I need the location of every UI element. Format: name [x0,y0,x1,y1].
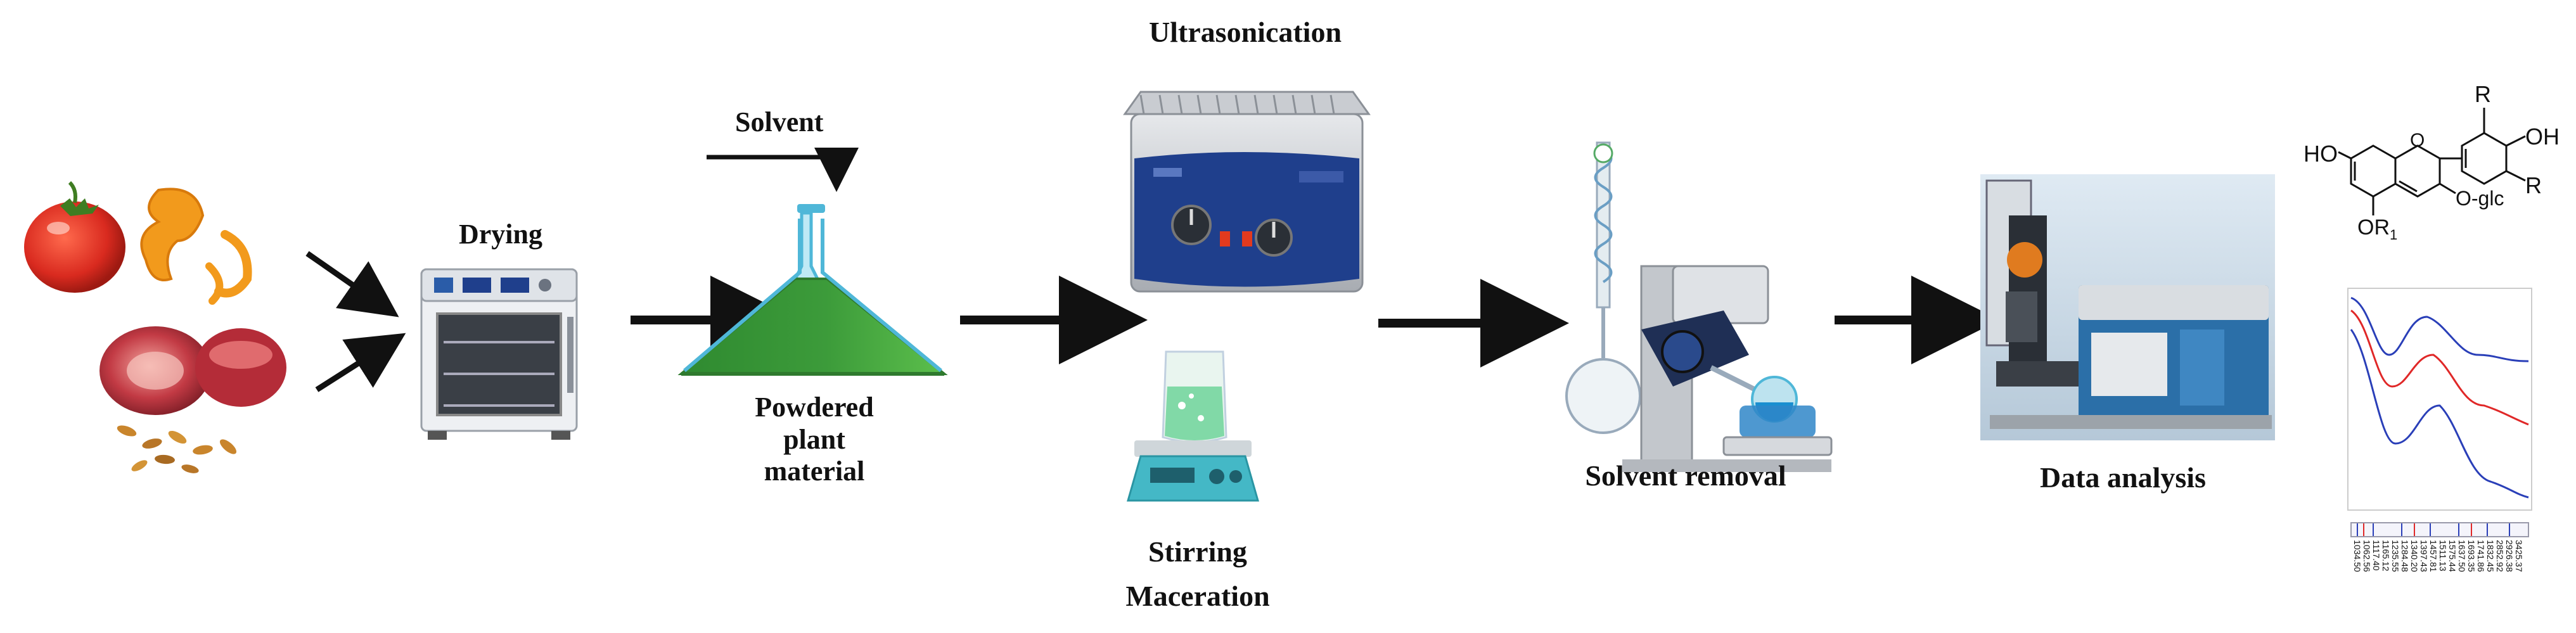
ultrasonication-label: Ultrasonication [1148,16,1342,48]
orange-peel-icon [140,188,252,305]
structure-or1: OR1 [2357,215,2397,243]
structure-ho: HO [2304,141,2338,167]
tomato-icon [24,181,125,293]
ultrasonic-bath-icon [1123,91,1371,293]
powdered-line-3: material [764,456,865,487]
magnetic-stirrer-icon [1127,350,1259,502]
stirring-label: Stirring [1148,535,1247,568]
seeds-icon [117,425,237,473]
spectrum-tick: 1165.12 [2381,540,2391,572]
powdered-line-1: Powdered [755,392,874,423]
spectrum-tick: 1034.50 [2352,540,2362,572]
spectrum-tick: 2852.92 [2495,540,2505,572]
spectrum-tick: 2926.38 [2504,540,2515,572]
powdered-line-2: plant [783,423,845,455]
spectrum-tick: 1340.20 [2409,540,2419,572]
spectrum-tick: 1575.44 [2447,540,2457,572]
spectrum-tick: 1693.35 [2466,540,2477,572]
spectrum-tick: 1397.43 [2419,540,2429,572]
spectrum-tick: 1284.48 [2400,540,2410,572]
grape-icon [99,326,286,415]
arrow-solvent-to-flask [707,148,859,192]
structure-oh: OH [2525,124,2560,150]
erlenmeyer-flask-icon [677,204,948,376]
rotary-evaporator-icon [1565,141,1833,472]
solvent-removal-label: Solvent removal [1585,459,1786,492]
solvent-label: Solvent [735,106,824,137]
spectrum-tick: 3425.37 [2514,540,2524,572]
structure-or-text: OR [2357,215,2390,240]
structure-o-glc: O-glc [2456,187,2504,210]
spectrum-tick: 1457.81 [2428,540,2438,572]
spectrum-tick: 1062.56 [2362,540,2372,572]
arrows-fruits-to-drying [305,251,406,392]
spectrum-tick: 1832.45 [2485,540,2496,572]
structure-or-subscript: 1 [2390,226,2398,243]
data-analysis-label: Data analysis [2040,461,2206,494]
anthocyanin-structure-icon [2338,108,2526,215]
drying-oven-icon [420,268,578,440]
drying-label: Drying [459,219,542,250]
structure-r-right: R [2525,172,2542,198]
maceration-label: Maceration [1125,580,1270,612]
structure-r-top: R [2475,81,2491,107]
spectrum-tick: 1117.40 [2371,540,2381,571]
spectrum-tick: 1511.13 [2438,540,2448,572]
spectrum-tick: 1741.86 [2476,540,2486,572]
spectrum-tick: 1235.55 [2390,540,2400,572]
spectrometer-icon [1980,174,2275,440]
powdered-plant-material-label: Powdered plant material [748,392,881,488]
spectrum-plot-icon [2347,288,2532,537]
spectrum-tick: 1637.50 [2457,540,2467,572]
structure-o-plus: O [2410,130,2425,151]
